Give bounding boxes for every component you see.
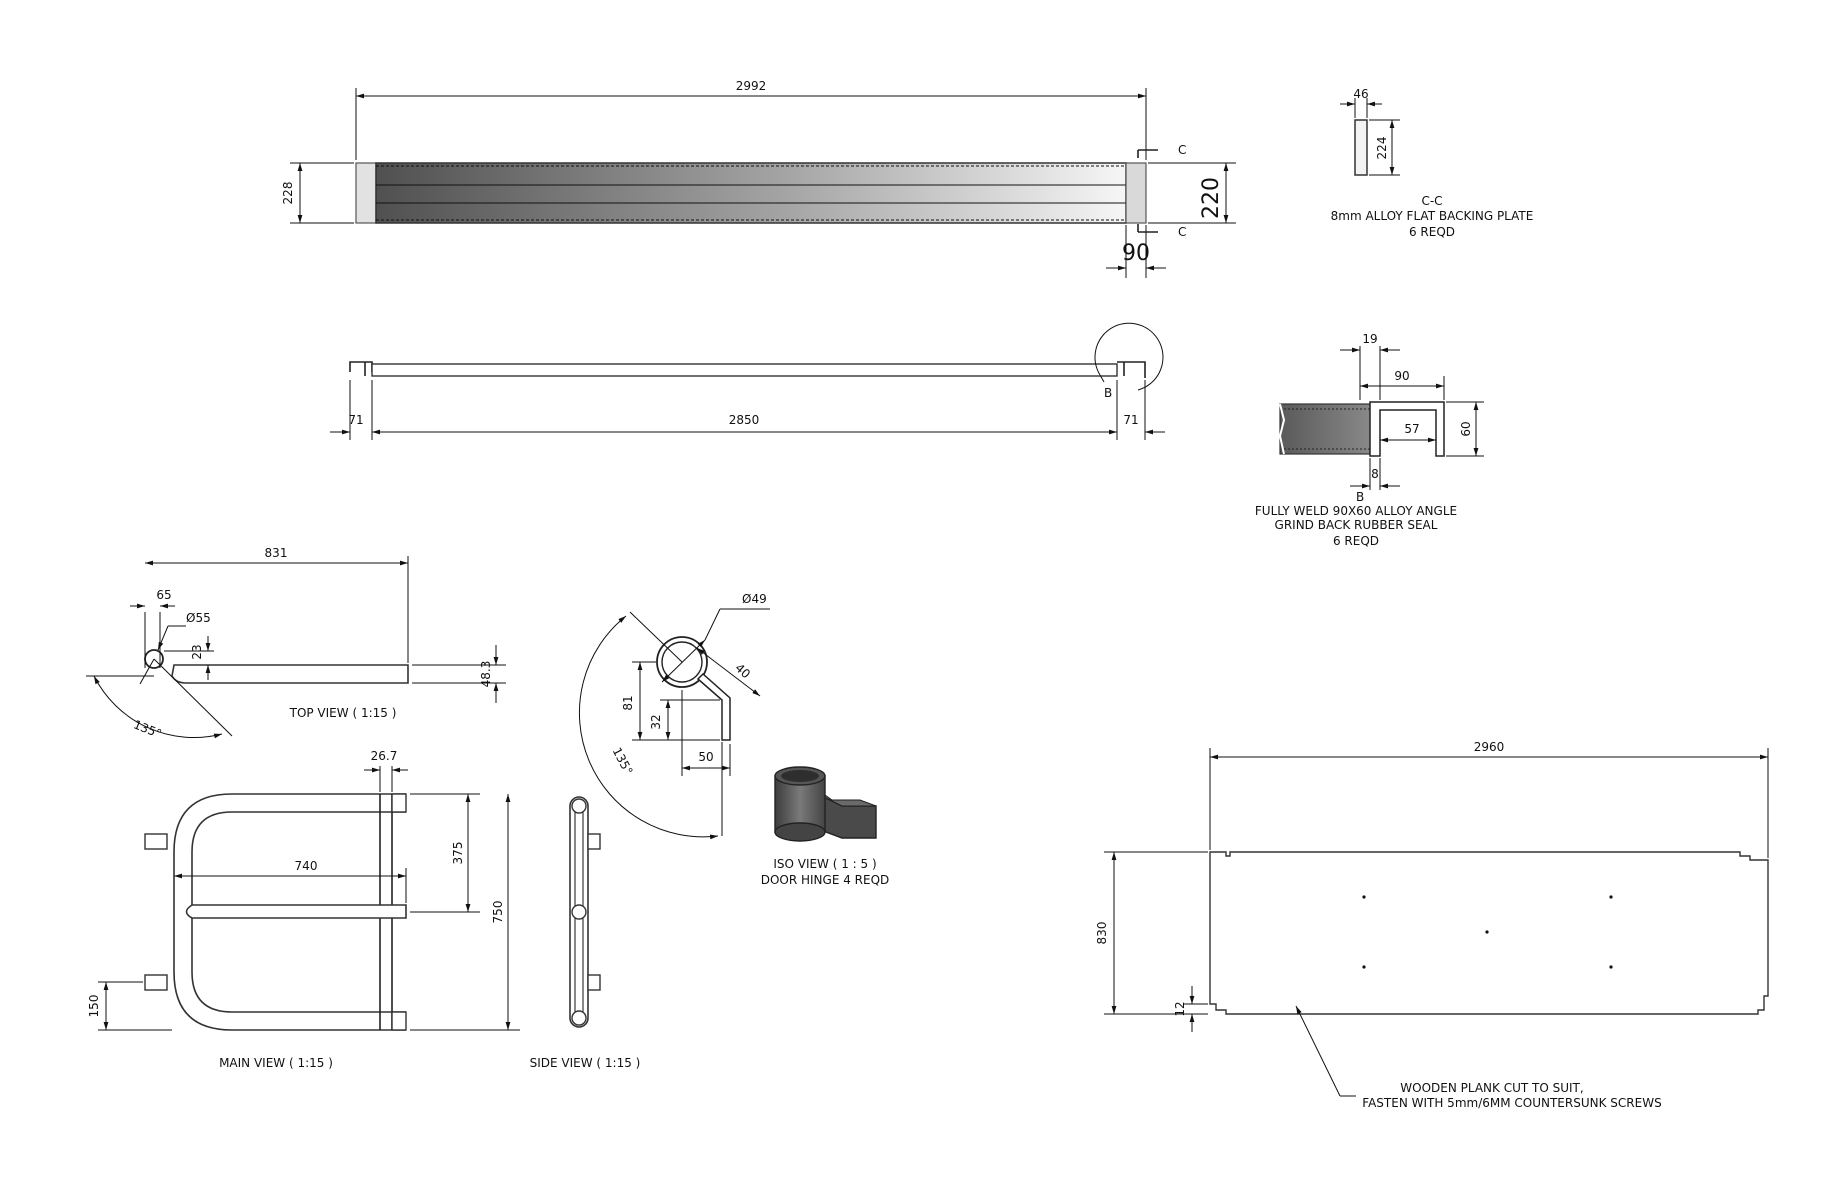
plank-outline <box>1209 851 1769 1015</box>
angle-note-line2: GRIND BACK RUBBER SEAL <box>1275 518 1438 532</box>
beam-end-cap-right <box>1125 162 1147 224</box>
top-view-label: TOP VIEW ( 1:15 ) <box>289 706 397 720</box>
angle-bar <box>371 363 1118 377</box>
dim-2960: 2960 <box>1474 740 1505 754</box>
beam-end-cap-left <box>355 162 377 224</box>
dim-71-left: 71 <box>348 413 363 427</box>
dim-40: 40 <box>732 661 753 682</box>
dim-224: 224 <box>1375 137 1389 160</box>
section-cc-title: C-C <box>1421 194 1442 208</box>
hinge-lug-top <box>144 833 168 850</box>
screw-hole <box>1609 965 1613 969</box>
dim-19: 19 <box>1362 332 1377 346</box>
dim-65: 65 <box>156 588 171 602</box>
iso-view-desc: DOOR HINGE 4 REQD <box>761 873 890 887</box>
plank-note-line1: WOODEN PLANK CUT TO SUIT, <box>1400 1081 1583 1095</box>
dim-220: 220 <box>1199 177 1224 219</box>
side-lug-top <box>587 833 601 850</box>
angle-note-line3: 6 REQD <box>1333 534 1379 548</box>
angle-length-view: B 71 2850 71 <box>330 322 1165 440</box>
iso-view-label: ISO VIEW ( 1 : 5 ) <box>773 857 876 871</box>
detail-b-circle <box>1094 322 1164 391</box>
dim-dia-55: Ø55 <box>186 611 211 625</box>
plank-note-line2: FASTEN WITH 5mm/6MM COUNTERSUNK SCREWS <box>1362 1096 1661 1110</box>
side-lug-bottom <box>587 974 601 991</box>
screw-hole <box>1362 965 1366 969</box>
gate-top-view: 831 65 Ø55 23 48.3 135° TOP VIEW ( 1:15 … <box>86 546 506 741</box>
dim-150: 150 <box>87 995 101 1018</box>
wooden-plank-view: 2960 830 12 WOODEN PLANK CUT TO SUIT, FA… <box>1095 740 1769 1110</box>
dim-60: 60 <box>1459 421 1473 436</box>
dim-angle-135-hinge: 135° <box>610 745 636 777</box>
section-cc-backing-plate: 46 224 C-C 8mm ALLOY FLAT BACKING PLATE … <box>1331 87 1534 239</box>
dim-46: 46 <box>1353 87 1368 101</box>
dim-48-3: 48.3 <box>479 661 493 688</box>
dim-90: 90 <box>1122 241 1150 266</box>
screw-hole <box>1362 895 1366 899</box>
side-view-label: SIDE VIEW ( 1:15 ) <box>530 1056 641 1070</box>
dim-375: 375 <box>451 842 465 865</box>
hinge-strap <box>696 672 731 741</box>
screw-hole <box>1485 930 1489 934</box>
detail-b-angle-section: 19 90 57 60 8 B FULLY WELD 90X60 ALLOY A… <box>1255 332 1484 548</box>
dim-angle-135-top: 135° <box>131 717 163 741</box>
gate-mid-rail <box>185 904 407 919</box>
dim-81: 81 <box>621 695 635 710</box>
gate-frame-outer <box>173 793 406 1031</box>
angle-seal-strip <box>1279 403 1375 455</box>
dim-23: 23 <box>190 644 204 659</box>
dim-57: 57 <box>1404 422 1419 436</box>
dim-830: 830 <box>1095 922 1109 945</box>
dim-50: 50 <box>698 750 713 764</box>
gate-side-view: SIDE VIEW ( 1:15 ) <box>530 796 641 1070</box>
screw-hole <box>1609 895 1613 899</box>
section-mark-c-top: C <box>1178 143 1186 157</box>
dim-831: 831 <box>265 546 288 560</box>
dim-2850: 2850 <box>729 413 760 427</box>
backing-plate <box>1354 119 1368 176</box>
dim-2992: 2992 <box>736 79 767 93</box>
hinge-lug-bottom <box>144 974 168 991</box>
dim-12: 12 <box>1173 1001 1187 1016</box>
main-view-label: MAIN VIEW ( 1:15 ) <box>219 1056 333 1070</box>
detail-mark-b-2: B <box>1356 490 1364 504</box>
beam-body <box>375 162 1127 224</box>
dim-90-angle: 90 <box>1394 369 1409 383</box>
dim-228: 228 <box>281 182 295 205</box>
dim-32: 32 <box>649 714 663 729</box>
dim-71-right: 71 <box>1123 413 1138 427</box>
gate-main-view: 26.7 740 375 750 150 MAIN VIEW ( 1:15 ) <box>87 749 520 1070</box>
gate-end-top <box>391 793 407 813</box>
dim-8: 8 <box>1371 467 1379 481</box>
section-mark-c-bottom: C <box>1178 225 1186 239</box>
section-cc-qty: 6 REQD <box>1409 225 1455 239</box>
dim-750: 750 <box>491 901 505 924</box>
hinge-detail-view: Ø49 40 81 32 50 135° <box>578 592 770 840</box>
angle-note-line1: FULLY WELD 90X60 ALLOY ANGLE <box>1255 504 1457 518</box>
hinge-iso-view: ISO VIEW ( 1 : 5 ) DOOR HINGE 4 REQD <box>761 766 890 887</box>
detail-mark-b: B <box>1104 386 1112 400</box>
dim-dia-49: Ø49 <box>742 592 767 606</box>
beam-elevation-view: 2992 228 220 C C 90 <box>281 79 1236 278</box>
section-cc-desc: 8mm ALLOY FLAT BACKING PLATE <box>1331 209 1534 223</box>
angle-profile <box>1369 401 1445 457</box>
gate-end-bottom <box>391 1011 407 1031</box>
dim-26-7: 26.7 <box>371 749 398 763</box>
dim-740: 740 <box>295 859 318 873</box>
